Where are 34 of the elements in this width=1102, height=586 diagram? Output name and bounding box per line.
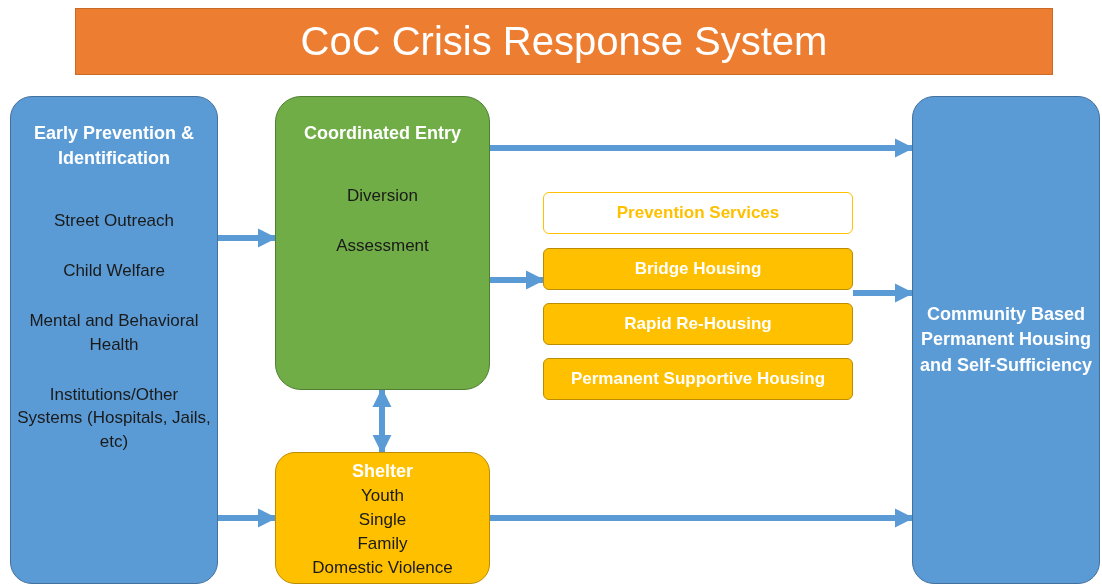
- list-item: Assessment: [336, 235, 429, 257]
- box-heading: Prevention Services: [616, 202, 780, 225]
- list-item: Domestic Violence: [312, 556, 453, 579]
- list-item: Youth: [361, 485, 404, 508]
- arrow: [490, 138, 914, 158]
- box-heading: Bridge Housing: [634, 258, 762, 281]
- arrow: [490, 508, 914, 528]
- arrow: [218, 508, 277, 528]
- box-heading: Permanent Supportive Housing: [570, 368, 826, 391]
- arrow: [853, 283, 914, 303]
- service-box: [543, 303, 853, 345]
- list-item: Family: [357, 532, 408, 555]
- box-heading: Early Prevention & Identification: [32, 122, 196, 171]
- service-box: [543, 358, 853, 400]
- list-item: Child Welfare: [63, 260, 165, 283]
- arrow: [490, 270, 545, 290]
- title-banner: CoC Crisis Response System: [75, 8, 1053, 75]
- service-box: [543, 248, 853, 290]
- box-heading: Community Based Permanent Housing and Self-Sufficiency: [918, 303, 1093, 377]
- process-box: [275, 452, 490, 584]
- list-item: Institutions/Other Systems (Hospitals, Jails, etc): [17, 383, 211, 454]
- service-box: [543, 192, 853, 234]
- box-heading: Coordinated Entry: [304, 122, 461, 145]
- list-item: Diversion: [347, 185, 418, 208]
- box-heading: Shelter: [352, 460, 413, 483]
- process-box: [275, 96, 490, 390]
- list-item: Street Outreach: [54, 210, 174, 233]
- outcome-box: [912, 96, 1100, 584]
- arrow: [218, 228, 277, 248]
- list-item: Mental and Behavioral Health: [28, 309, 200, 356]
- arrow: [372, 388, 392, 454]
- list-item: Single: [358, 509, 407, 531]
- box-heading: Rapid Re-Housing: [624, 313, 772, 336]
- category-box: [10, 96, 218, 584]
